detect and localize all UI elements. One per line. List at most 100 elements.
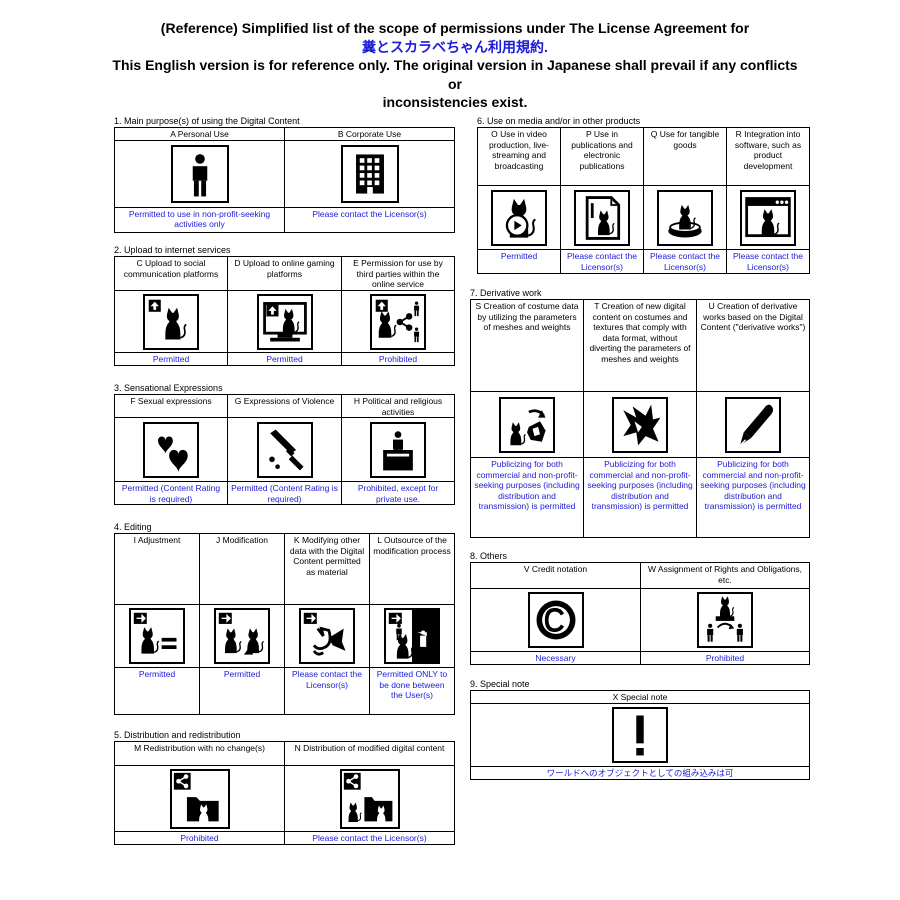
section-title: 7. Derivative work [470,288,542,298]
header-line-3: This English version is for reference on… [112,57,798,92]
status-outsource: Permitted ONLY to be done between the Us… [369,667,455,715]
section-sensational: 3. Sensational Expressions F Sexual expr… [114,383,455,505]
label-goods: Q Use for tangible goods [643,127,727,186]
section-title: 9. Special note [470,679,530,689]
status-goods: Please contact the Licensor(s) [643,249,727,274]
label-credit: V Credit notation [470,562,641,589]
section-title: 6. Use on media and/or in other products [477,116,641,126]
software-icon [740,189,796,246]
status-costume: Publicizing for both commercial and non-… [470,457,584,538]
status-redistribution: Prohibited [114,831,285,844]
label-costume: S Creation of costume data by utilizing … [470,299,584,392]
permission-table: S Creation of costume data by utilizing … [470,299,810,538]
exclamation-icon [612,707,668,763]
modification-icon [214,608,270,664]
label-distribution-modified: N Distribution of modified digital conte… [284,741,455,766]
section-main-purpose: 1. Main purpose(s) of using the Digital … [114,116,455,233]
costume-icon [499,396,555,453]
status-credit: Necessary [470,651,641,664]
permission-table: O Use in video production, live-streamin… [477,127,810,274]
header-line-2: 糞とスカラベちゃん利用規約. [362,38,548,55]
section-title: 1. Main purpose(s) of using the Digital … [114,116,300,126]
label-assignment: W Assignment of Rights and Obligations, … [640,562,810,589]
label-personal-use: A Personal Use [114,127,285,141]
status-assignment: Prohibited [640,651,810,664]
upload-game-icon [256,293,313,350]
section-others: 8. Others V Credit notation W Assignment… [470,551,810,665]
texture-icon [612,396,668,453]
pen-nib-icon [725,396,781,453]
permission-table: C Upload to social communication platfor… [114,256,455,366]
label-publication: P Use in publications and electronic pub… [560,127,644,186]
label-software: R Integration into software, such as pro… [726,127,810,186]
adjustment-icon [129,608,185,664]
permission-table: M Redistribution with no change(s) N Dis… [114,741,455,845]
podium-icon [370,421,426,478]
label-third-party: E Permission for use by third parties wi… [341,256,455,291]
assignment-icon [697,592,753,648]
section-title: 4. Editing [114,522,152,532]
label-video: O Use in video production, live-streamin… [477,127,561,186]
section-media-products: 6. Use on media and/or in other products… [477,116,810,274]
publication-icon [574,189,630,246]
status-sexual: Permitted (Content Rating is required) [114,481,228,505]
label-adjustment: I Adjustment [114,533,200,605]
header-line-4: inconsistencies exist. [382,94,528,110]
copyright-icon [527,592,584,648]
label-outsource: L Outsource of the modification process [369,533,455,605]
label-special-note: X Special note [470,690,810,704]
distribute-modified-icon [339,768,400,829]
goods-icon [657,189,713,246]
section-title: 3. Sensational Expressions [114,383,223,393]
status-upload-social: Permitted [114,352,228,365]
document-header: (Reference) Simplified list of the scope… [110,19,800,112]
building-icon [340,144,399,203]
status-personal-use: Permitted to use in non-profit-seeking a… [114,207,285,232]
label-political: H Political and religious activities [341,394,455,418]
status-corporate-use: Please contact the Licensor(s) [284,207,455,232]
status-modification: Permitted [199,667,285,715]
permission-table: X Special note ワールドへのオブジェクトとしての組み込みは可 [470,690,810,780]
label-derivative: U Creation of derivative works based on … [696,299,810,392]
person-icon [170,144,229,203]
video-icon [491,189,547,246]
label-redistribution: M Redistribution with no change(s) [114,741,285,766]
status-adjustment: Permitted [114,667,200,715]
status-texture: Publicizing for both commercial and non-… [583,457,697,538]
section-editing: 4. Editing I Adjustment J Modification K… [114,522,455,715]
status-software: Please contact the Licensor(s) [726,249,810,274]
section-upload-internet: 2. Upload to internet services C Upload … [114,245,455,366]
header-line-1: (Reference) Simplified list of the scope… [160,20,750,36]
material-icon [299,608,355,664]
section-distribution: 5. Distribution and redistribution M Red… [114,730,455,845]
section-title: 5. Distribution and redistribution [114,730,241,740]
outsource-icon [384,608,440,664]
status-video: Permitted [477,249,561,274]
label-upload-gaming: D Upload to online gaming platforms [227,256,342,291]
knife-icon [256,421,313,478]
label-modification: J Modification [199,533,285,605]
label-violence: G Expressions of Violence [227,394,342,418]
section-special-note: 9. Special note X Special note ワールドへのオブジ… [470,679,810,780]
label-corporate-use: B Corporate Use [284,127,455,141]
section-title: 8. Others [470,551,508,561]
status-political: Prohibited, except for private use. [341,481,455,505]
section-title: 2. Upload to internet services [114,245,231,255]
status-material: Please contact the Licensor(s) [284,667,370,715]
status-publication: Please contact the Licensor(s) [560,249,644,274]
status-special-note: ワールドへのオブジェクトとしての組み込みは可 [470,766,810,779]
status-distribution-modified: Please contact the Licensor(s) [284,831,455,844]
hearts-icon [143,421,199,478]
permission-table: F Sexual expressions G Expressions of Vi… [114,394,455,505]
section-derivative: 7. Derivative work S Creation of costume… [470,288,810,538]
upload-social-icon [143,293,199,350]
label-upload-social: C Upload to social communication platfor… [114,256,228,291]
status-derivative: Publicizing for both commercial and non-… [696,457,810,538]
redistribute-icon [169,768,230,829]
status-third-party: Prohibited [341,352,455,365]
status-upload-gaming: Permitted [227,352,342,365]
label-texture: T Creation of new digital content on cos… [583,299,697,392]
permission-table: I Adjustment J Modification K Modifying … [114,533,455,715]
label-material: K Modifying other data with the Digital … [284,533,370,605]
label-sexual: F Sexual expressions [114,394,228,418]
